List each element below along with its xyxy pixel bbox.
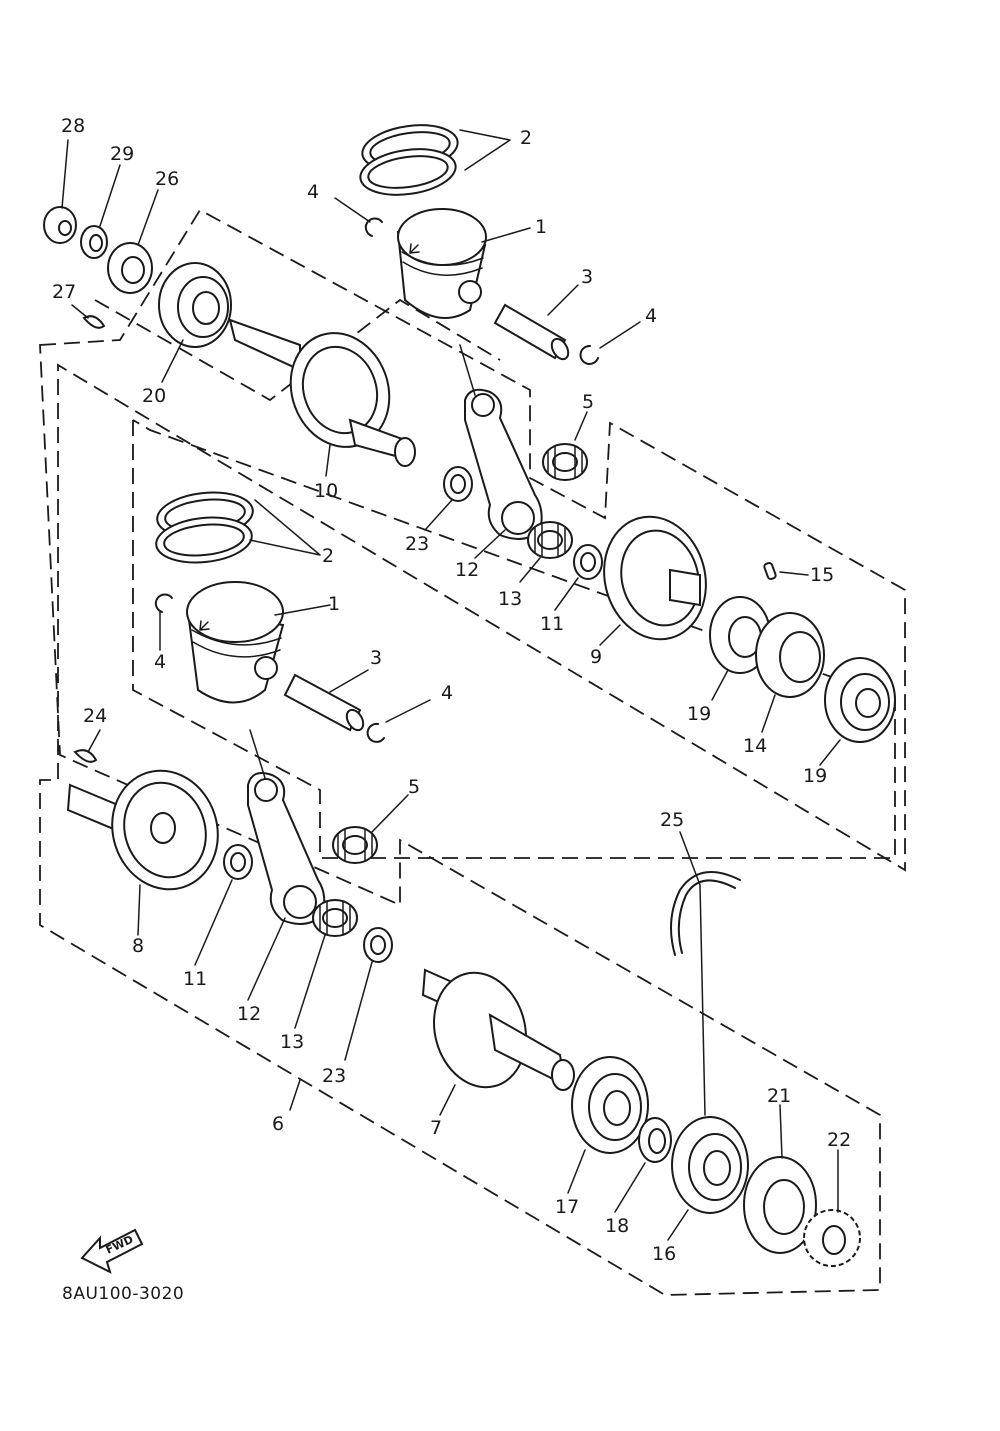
callout-23-upper: 23: [405, 533, 429, 555]
piston-rings-upper: [359, 124, 459, 196]
callout-17: 17: [555, 1196, 579, 1218]
callout-3-upper: 3: [581, 266, 593, 288]
callout-24: 24: [83, 705, 107, 727]
callout-4-upper-b: 4: [645, 305, 657, 327]
piston-rings-mid: [155, 491, 254, 564]
retaining-ring-25: [670, 871, 741, 956]
callout-13-upper: 13: [498, 588, 522, 610]
washer-23-upper: [443, 466, 473, 502]
bearing-20: [158, 262, 232, 348]
oil-seal-21: [743, 1156, 817, 1254]
retaining-ring-25-inner: [677, 879, 736, 954]
callout-8: 8: [132, 935, 144, 957]
bearing-16: [671, 1116, 749, 1214]
spacer-14: [755, 612, 825, 698]
woodruff-key-27: [82, 315, 106, 329]
callout-2-upper: 2: [520, 127, 532, 149]
needle-bearing-mid: [332, 826, 378, 864]
callout-15: 15: [810, 564, 834, 586]
crank-disc-9: [603, 515, 707, 641]
callout-4-upper-a: 4: [307, 181, 319, 203]
forward-arrow-icon: FWD: [80, 1228, 144, 1274]
callout-5-upper: 5: [582, 391, 594, 413]
callout-13-mid: 13: [280, 1031, 304, 1053]
crank-half-10: [228, 318, 416, 467]
crank-half-7: [421, 968, 575, 1091]
callout-14: 14: [743, 735, 767, 757]
callout-3-mid: 3: [370, 647, 382, 669]
bearing-17: [571, 1056, 649, 1154]
diagram-code: 8AU100-3020: [62, 1284, 184, 1304]
callout-18: 18: [605, 1215, 629, 1237]
callout-1-upper: 1: [535, 216, 547, 238]
nut-28: [43, 206, 77, 244]
callout-4-mid-a: 4: [154, 651, 166, 673]
washer-23-mid: [363, 927, 393, 963]
piston-mid: [186, 581, 285, 704]
callout-19-a: 19: [687, 703, 711, 725]
big-end-bearing-upper: [527, 521, 573, 559]
callout-10: 10: [314, 480, 338, 502]
washer-11-mid: [223, 844, 253, 880]
circlip-upper-b: [579, 344, 599, 365]
callout-7: 7: [430, 1117, 442, 1139]
callout-12-upper: 12: [455, 559, 479, 581]
callout-4-mid-b: 4: [441, 682, 453, 704]
bearing-19-a: [709, 596, 771, 674]
callout-23-mid: 23: [322, 1065, 346, 1087]
oil-seal-26: [107, 242, 153, 294]
bearing-19-b: [824, 657, 896, 743]
callout-27: 27: [52, 281, 76, 303]
piston-pin-mid: [283, 673, 365, 732]
callout-16: 16: [652, 1243, 676, 1265]
leader-lines: [61, 129, 841, 1241]
callout-2-mid: 2: [322, 545, 334, 567]
callout-21: 21: [767, 1085, 791, 1107]
circlip-mid-a: [154, 593, 173, 613]
callouts: 2 4 1 3 4 5 28 29 26 27 20 10 23 12 13 1…: [52, 115, 851, 1265]
callout-22: 22: [827, 1129, 851, 1151]
needle-bearing-upper: [542, 443, 588, 481]
callout-9: 9: [590, 646, 602, 668]
circlip-upper-a: [364, 217, 383, 237]
callout-11-mid: 11: [183, 968, 207, 990]
washer-29: [80, 225, 108, 259]
callout-19-b: 19: [803, 765, 827, 787]
washer-18: [638, 1117, 672, 1163]
callout-25: 25: [660, 809, 684, 831]
callout-29: 29: [110, 143, 134, 165]
crank-assembly-outline-6: [39, 208, 906, 1296]
callout-12-mid: 12: [237, 1003, 261, 1025]
callout-6: 6: [272, 1113, 284, 1135]
callout-1-mid: 1: [328, 593, 340, 615]
upper-piston-outline: [94, 298, 501, 402]
sprocket-22: [803, 1209, 861, 1267]
big-end-bearing-mid: [312, 899, 358, 937]
callout-11-upper: 11: [540, 613, 564, 635]
callout-20: 20: [142, 385, 166, 407]
piston-upper: [396, 208, 487, 319]
callout-28: 28: [61, 115, 85, 137]
dowel-pin-15: [763, 561, 777, 581]
callout-26: 26: [155, 168, 179, 190]
washer-11-upper: [573, 544, 603, 580]
woodruff-key-24: [73, 749, 98, 763]
connecting-rod-mid: [247, 772, 326, 925]
circlip-mid-b: [366, 722, 385, 743]
piston-pin-upper: [493, 303, 570, 361]
crank-half-8: [66, 769, 219, 891]
connecting-rod-upper: [464, 388, 543, 540]
callout-5-mid: 5: [408, 776, 420, 798]
